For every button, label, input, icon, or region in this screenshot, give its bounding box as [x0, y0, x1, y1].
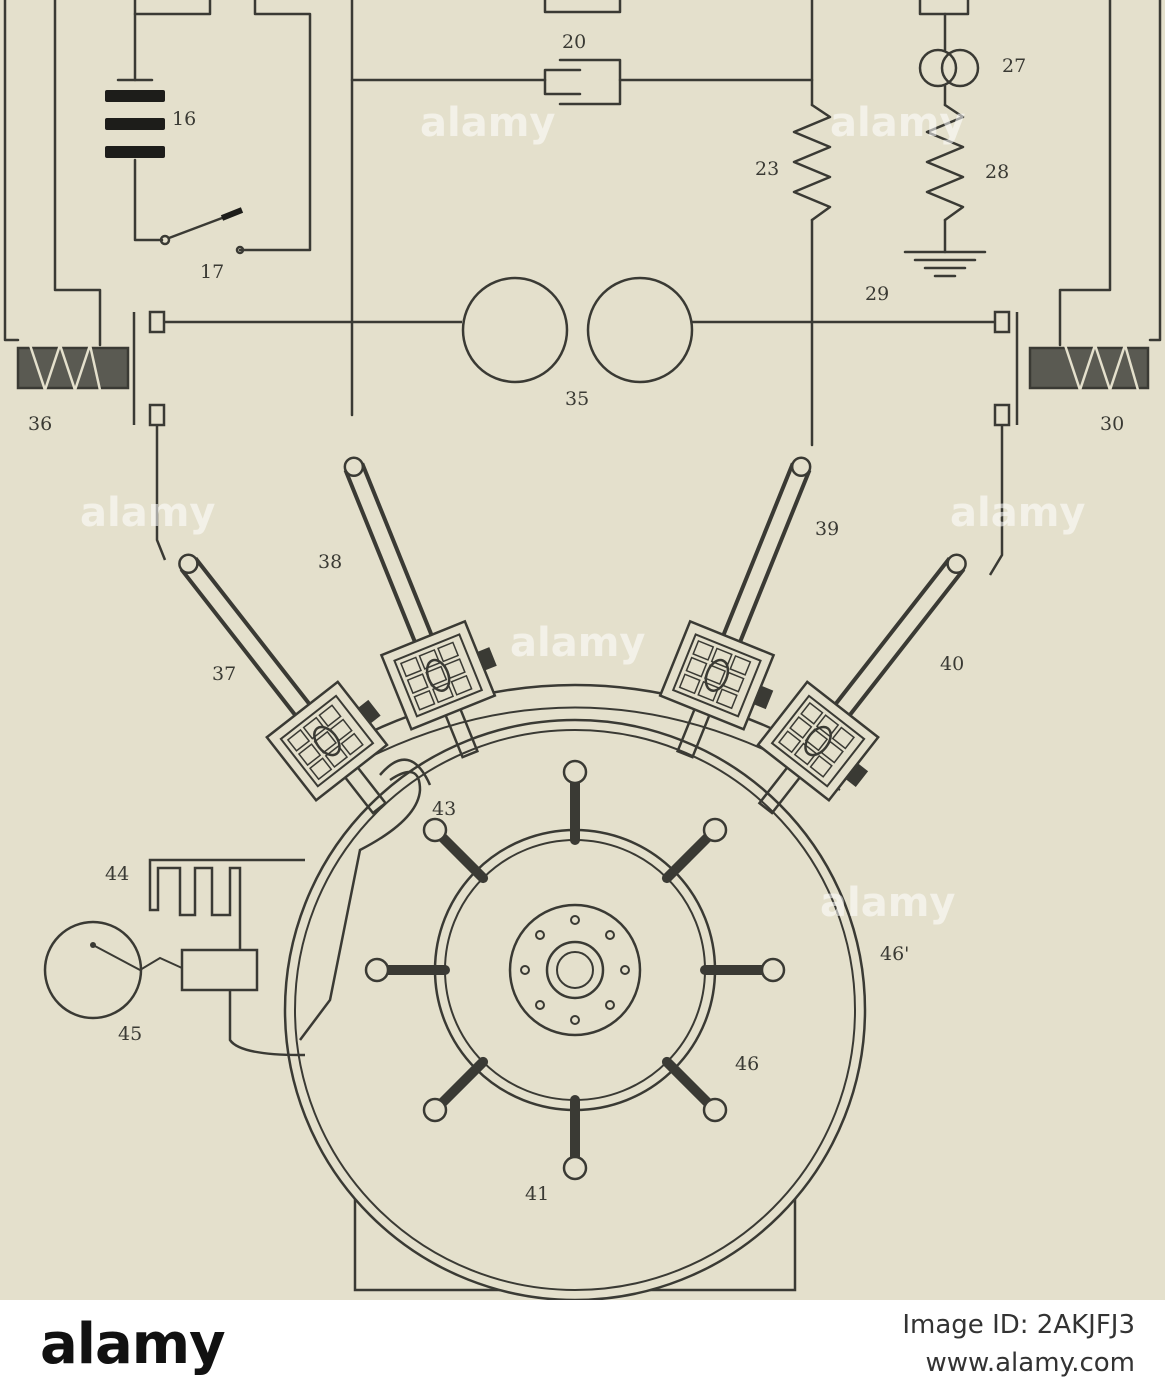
label-16: 16: [172, 108, 196, 130]
label-39: 39: [815, 518, 839, 540]
label-36: 36: [28, 413, 52, 435]
solenoid-36: [16, 310, 166, 427]
label-30: 30: [1100, 413, 1124, 435]
wire-right-inner: [1058, 0, 1112, 347]
wire-battery-top: [133, 0, 212, 16]
wire-brush-37: [155, 425, 167, 561]
lead-43: [299, 770, 422, 1041]
spark-gap-35-right: [586, 276, 694, 384]
heater-coil-44: [148, 858, 305, 950]
housing-46-prime-inner: [294, 729, 856, 1291]
transformer-27-left: [918, 48, 958, 88]
brush-holder: [343, 456, 497, 759]
label-20: 20: [562, 31, 586, 53]
hub-flange: [508, 903, 642, 1037]
switch-handle: [220, 207, 244, 221]
control-box: [180, 948, 259, 992]
component-top-partial: [543, 0, 622, 14]
gauge-45: [43, 920, 143, 1020]
label-27: 27: [1002, 55, 1026, 77]
wire-left-outer: [3, 0, 20, 342]
label-37: 37: [212, 663, 236, 685]
label-35: 35: [565, 388, 589, 410]
label-46: 46: [735, 1053, 759, 1075]
gauge-linkage: [92, 944, 183, 972]
label-23: 23: [755, 158, 779, 180]
wire-brush-40: [988, 425, 1004, 576]
label-17: 17: [200, 261, 224, 283]
wire-switch-return: [238, 0, 312, 252]
label-40: 40: [940, 653, 964, 675]
rotor-contact-pin: [364, 957, 450, 983]
hub-shaft: [545, 940, 605, 1000]
solenoid-30: [993, 310, 1150, 427]
label-41: 41: [525, 1183, 549, 1205]
brush-holder: [178, 553, 389, 815]
rotor-contact-pin: [661, 817, 728, 884]
patent-diagram: 16 17 20 23 27 28 29 30 35 36 37 38 39 4…: [3, 0, 1162, 1302]
rotor-contacts-41: [364, 759, 786, 1181]
spark-gap-35-left: [461, 276, 569, 384]
wire-right-outer: [1148, 0, 1162, 342]
footer-bar: alamy Image ID: 2AKJFJ3 www.alamy.com: [0, 1300, 1165, 1390]
wire-battery-down: [133, 158, 164, 242]
coil-28: [925, 103, 965, 222]
site-url: www.alamy.com: [925, 1348, 1135, 1378]
label-44: 44: [105, 863, 129, 885]
rotor-contact-pin: [661, 1056, 728, 1123]
gauge-pivot: [90, 942, 96, 948]
wire-left-inner: [53, 0, 102, 347]
rotor-contact-pin: [422, 1056, 489, 1123]
rotor-contact-pin: [562, 1095, 588, 1181]
terminal-43: [379, 758, 432, 786]
coil-23: [792, 103, 832, 222]
rotor-contact-pin: [422, 817, 489, 884]
label-46-prime: 46': [880, 943, 909, 965]
hub-bore: [556, 951, 594, 989]
component-top-right-partial: [918, 0, 970, 16]
engine-ignition-circuit-diagram: 16 17 20 23 27 28 29 30 35 36 37 38 39 4…: [3, 0, 1162, 1302]
hub-bolt-holes: [520, 915, 630, 1025]
label-28: 28: [985, 161, 1009, 183]
transformer-27-right: [940, 48, 980, 88]
label-45: 45: [118, 1023, 142, 1045]
battery-16: [105, 90, 165, 158]
brush-holders: [178, 456, 967, 815]
wire-control-to-housing: [228, 990, 305, 1057]
switch-17: [159, 210, 245, 255]
condenser-20-left-plate: [543, 68, 582, 96]
condenser-20-right-plate: [558, 58, 622, 106]
ground-29: [903, 250, 987, 278]
rotor-contact-pin: [700, 957, 786, 983]
alamy-logo: alamy: [40, 1312, 226, 1377]
image-id: Image ID: 2AKJFJ3: [902, 1310, 1135, 1340]
rotor-contact-pin: [562, 759, 588, 845]
brush-holder: [756, 553, 967, 815]
brush-holder: [658, 456, 812, 759]
label-29: 29: [865, 283, 889, 305]
label-38: 38: [318, 551, 342, 573]
label-43: 43: [432, 798, 456, 820]
